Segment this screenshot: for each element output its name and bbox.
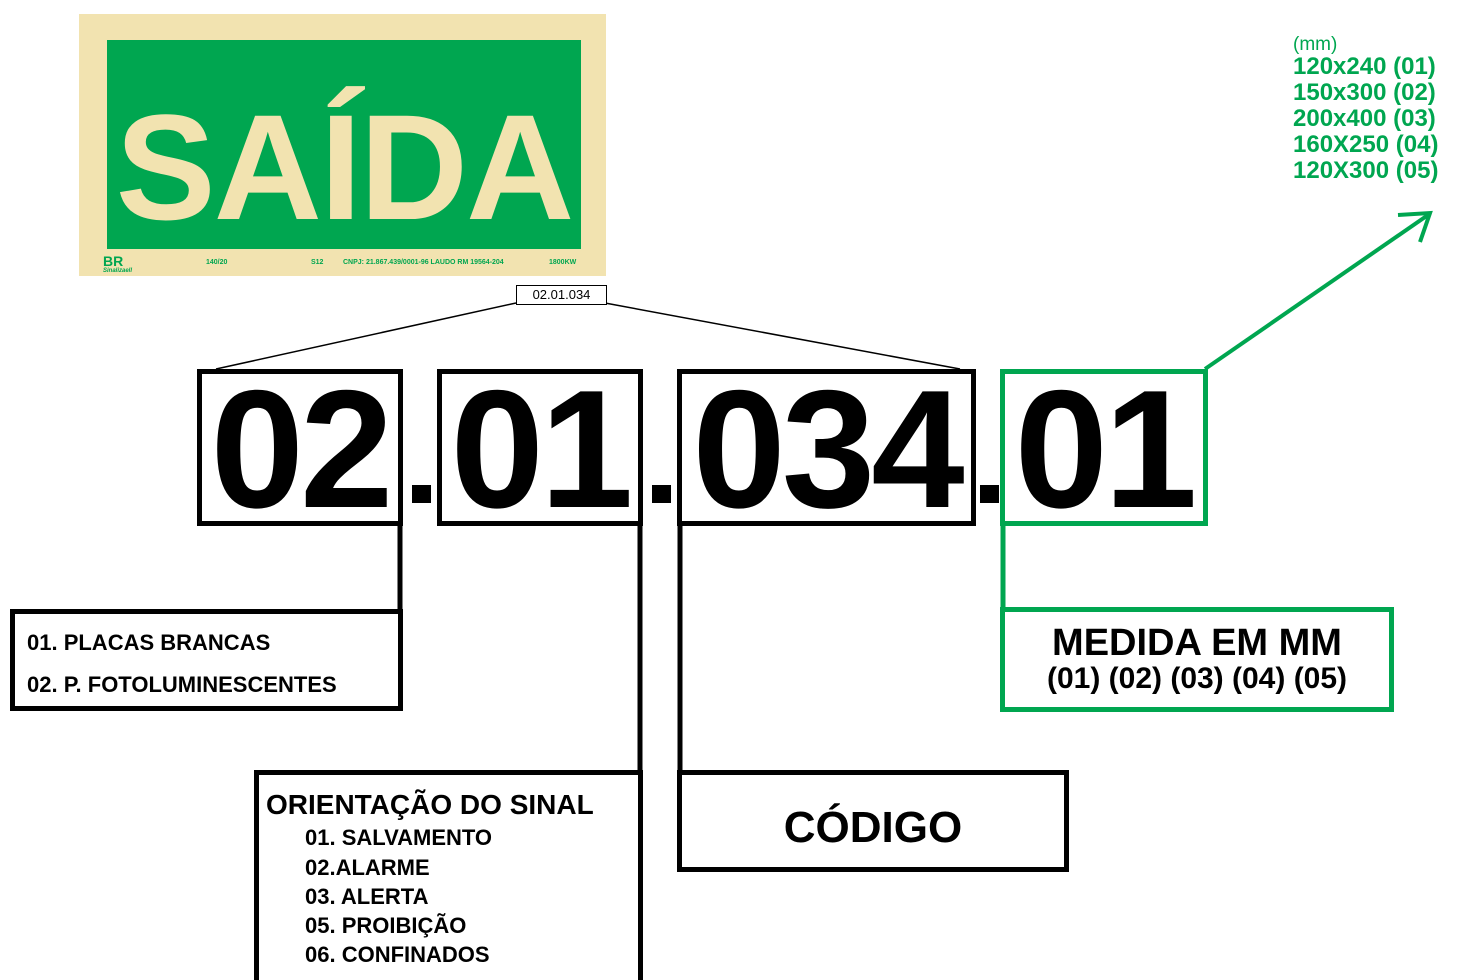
code-part-code: 034	[677, 369, 976, 526]
code-box-label: CÓDIGO	[783, 803, 963, 852]
size-box-options: (01) (02) (03) (04) (05)	[1046, 662, 1348, 695]
sizes-arrow-line	[1203, 213, 1430, 371]
sign-footer: BR Sinalizaell 140/20 S12 CNPJ: 21.867.4…	[79, 254, 606, 276]
exit-sign-image: SAÍDA BR Sinalizaell 140/20 S12 CNPJ: 21…	[79, 14, 606, 276]
code-part-orientation: 01	[437, 369, 643, 526]
size-item: 150x300 (02)	[1293, 79, 1436, 106]
label-connector-right	[604, 302, 961, 370]
size-box: MEDIDA EM MM (01) (02) (03) (04) (05)	[1000, 607, 1394, 712]
orientation-item: 05. PROIBIÇÃO	[305, 913, 467, 938]
code-box: CÓDIGO	[677, 770, 1069, 872]
material-box: 01. PLACAS BRANCAS 02. P. FOTOLUMINESCEN…	[10, 609, 403, 711]
orientation-item: 03. ALERTA	[305, 884, 429, 909]
orientation-title: ORIENTAÇÃO DO SINAL	[266, 789, 594, 820]
material-item: 01. PLACAS BRANCAS	[27, 630, 271, 655]
size-box-title: MEDIDA EM MM	[1052, 622, 1342, 664]
sizes-list: (mm) 120x240 (01) 150x300 (02) 200x400 (…	[1293, 34, 1439, 184]
sizes-arrow-head	[1397, 210, 1433, 243]
code-label: 02.01.034	[516, 285, 607, 305]
code-part-type: 02	[197, 369, 403, 526]
code-part-size: 01	[1000, 369, 1208, 526]
size-item: 120X300 (05)	[1293, 157, 1439, 184]
sign-footer-item: 140/20	[206, 259, 228, 266]
size-item: 200x400 (03)	[1293, 105, 1436, 132]
code-separator	[652, 485, 671, 503]
size-item: 160X250 (04)	[1293, 131, 1439, 158]
material-item: 02. P. FOTOLUMINESCENTES	[27, 672, 337, 697]
code-separator	[980, 485, 999, 503]
sign-logo-subtext: Sinalizaell	[103, 268, 133, 274]
sign-footer-item: S12	[311, 259, 324, 266]
sign-footer-item: CNPJ: 21.867.439/0001-96 LAUDO RM 19564-…	[343, 259, 504, 266]
orientation-item: 06. CONFINADOS	[305, 942, 490, 967]
sign-footer-item: 1800KW	[549, 259, 577, 266]
label-connector-left	[215, 302, 517, 370]
size-item: 120x240 (01)	[1293, 53, 1436, 80]
sign-logo: BR	[103, 253, 124, 269]
orientation-item: 02.ALARME	[305, 855, 430, 880]
orientation-item: 01. SALVAMENTO	[305, 825, 493, 850]
code-separator	[412, 485, 431, 503]
orientation-box: ORIENTAÇÃO DO SINAL 01. SALVAMENTO 02.AL…	[254, 770, 643, 980]
sign-main-text: SAÍDA	[115, 83, 575, 251]
sizes-unit: (mm)	[1293, 34, 1338, 55]
sign-green-panel: SAÍDA	[107, 40, 581, 249]
